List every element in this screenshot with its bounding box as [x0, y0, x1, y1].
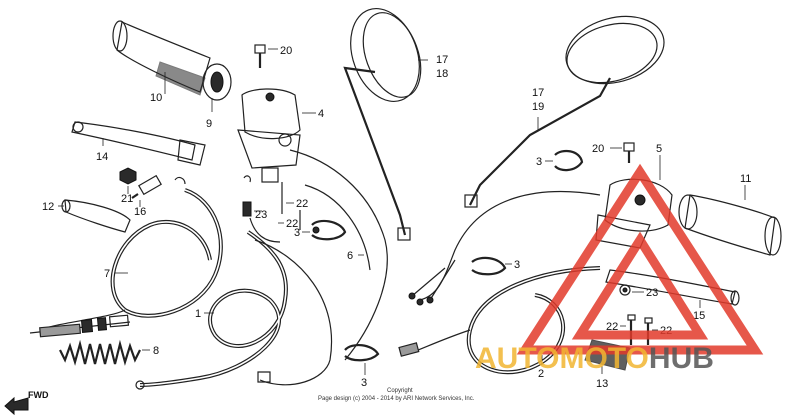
label-15: 15 [693, 310, 705, 322]
cable-2 [398, 266, 601, 375]
copyright-line-2: Page design (c) 2004 - 2014 by ARI Netwo… [318, 396, 475, 402]
throttle-cable [135, 230, 288, 390]
clamp-3-right-mid [471, 256, 507, 276]
nut-21 [119, 167, 137, 185]
label-20-right: 20 [592, 143, 604, 155]
label-3-right-mid: 3 [514, 259, 520, 271]
left-mirror [343, 7, 422, 241]
clamp-3-left [311, 219, 347, 241]
clutch-lever [71, 121, 206, 166]
cable-lower [254, 239, 333, 386]
small-parts-left-switch [242, 175, 301, 243]
wire-harness-6 [289, 149, 388, 361]
label-9: 9 [206, 118, 212, 130]
label-20-left: 20 [280, 45, 292, 57]
label-5: 5 [656, 143, 662, 155]
lever-cover-12 [61, 199, 131, 233]
bolt-20-right [623, 142, 635, 163]
label-14: 14 [96, 151, 108, 163]
label-17-left: 17 [436, 54, 448, 66]
label-8: 8 [153, 345, 159, 357]
label-21: 21 [121, 193, 133, 205]
label-3-left-upper: 3 [294, 227, 300, 239]
label-12: 12 [42, 201, 54, 213]
clutch-cable-end [29, 314, 131, 338]
copyright-line-1: Copyright [387, 388, 413, 394]
label-11: 11 [740, 173, 751, 185]
label-19: 19 [532, 101, 544, 113]
label-6: 6 [347, 250, 353, 262]
label-3-right-upper: 3 [536, 156, 542, 168]
label-10: 10 [150, 92, 162, 104]
clamp-3-right-upper [554, 149, 584, 172]
left-switch-housing [237, 88, 301, 183]
right-switch-housing [595, 178, 673, 249]
right-mirror [464, 15, 665, 208]
label-23-right: 23 [646, 287, 658, 299]
label-4: 4 [318, 108, 324, 120]
bolts-22-right [627, 314, 653, 345]
bolt-16 [131, 174, 162, 199]
label-3-bottom: 3 [361, 377, 367, 389]
label-23-left: 23 [255, 209, 267, 221]
left-grip [112, 20, 232, 101]
label-2: 2 [538, 368, 544, 380]
right-grip [678, 194, 782, 256]
watermark-text: AUTOMOTOHUB [475, 342, 714, 375]
forward-arrow-icon [4, 396, 29, 416]
right-harness [408, 190, 601, 306]
label-22-c: 22 [606, 321, 618, 333]
label-16: 16 [134, 206, 146, 218]
brake-lever [605, 269, 740, 306]
label-13: 13 [596, 378, 608, 390]
label-22-b: 22 [286, 218, 298, 230]
label-18: 18 [436, 68, 448, 80]
label-1: 1 [195, 308, 201, 320]
label-22-a: 22 [296, 198, 308, 210]
label-17-right: 17 [532, 87, 544, 99]
nut-23-right [619, 284, 631, 296]
label-7: 7 [104, 268, 110, 280]
spring-8 [59, 339, 141, 366]
bolt-20-left [254, 44, 266, 68]
forward-label: FWD [28, 390, 49, 400]
clamp-3-bottom [344, 344, 380, 362]
watermark-logo [516, 163, 764, 355]
